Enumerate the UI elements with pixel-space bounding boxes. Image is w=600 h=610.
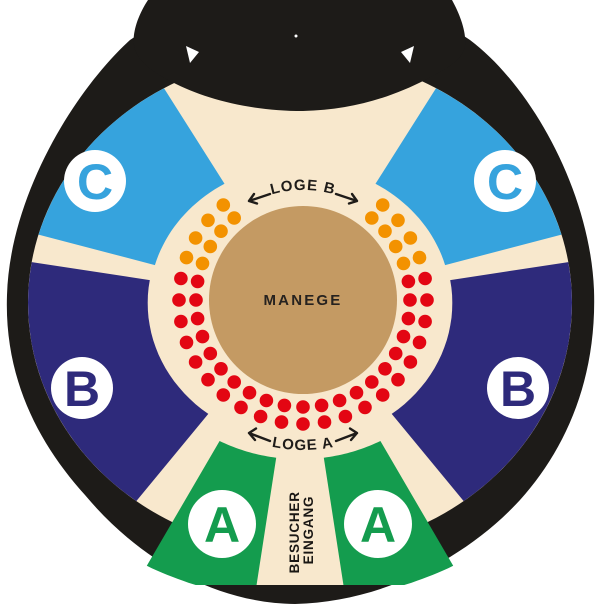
loge-b-left-arrow: [247, 192, 272, 205]
seat-dot-loge-a: [317, 415, 332, 429]
section-a-left-letter: A: [204, 497, 240, 553]
seat-dot-loge-a: [365, 375, 379, 389]
seat-dot-loge-a: [242, 385, 257, 400]
seat-dot-loge-a: [332, 393, 347, 408]
seat-dot-loge-a: [227, 375, 241, 389]
seat-dot-loge-a: [401, 311, 416, 326]
section-c-right-letter: C: [487, 154, 523, 210]
seat-dot-loge-a: [190, 311, 205, 326]
stage-speck: [294, 34, 298, 38]
seat-dot-loge-a: [190, 274, 205, 289]
seat-dot-loge-a: [189, 293, 203, 307]
entrance-walkway: [253, 538, 347, 585]
section-c-right-badge[interactable]: [474, 150, 536, 212]
seat-dot-loge-a: [420, 293, 434, 307]
seat-dot-loge-b: [201, 213, 215, 228]
entrance-label-line2: EINGANG: [301, 496, 316, 565]
section-c-left-badge[interactable]: [64, 150, 126, 212]
section-a-right-letter: A: [360, 497, 396, 553]
section-b-left-letter: B: [64, 361, 100, 417]
stage-notch-left: [186, 46, 199, 63]
seat-dot-loge-a: [179, 335, 194, 350]
seat-dot-loge-a: [296, 417, 310, 431]
seat-dot-loge-b: [378, 224, 392, 238]
seat-dot-loge-a: [277, 398, 292, 413]
seat-dot-loge-a: [174, 271, 188, 286]
seat-dot-loge-a: [188, 355, 203, 369]
seat-dot-loge-b: [391, 213, 405, 228]
stage-notch-right: [401, 46, 414, 63]
seat-dot-loge-a: [418, 271, 432, 286]
seat-dot-loge-a: [214, 362, 228, 376]
section-c-right-area[interactable]: [375, 88, 562, 266]
seat-dot-loge-a: [296, 400, 310, 414]
seat-dot-loge-a: [314, 398, 329, 413]
seat-dot-loge-a: [403, 293, 417, 307]
loge-a-label: LOGE A: [271, 434, 335, 454]
seat-dot-loge-a: [375, 388, 390, 402]
seat-dot-loge-a: [195, 329, 210, 344]
section-b-right-letter: B: [500, 361, 536, 417]
section-a-left-badge[interactable]: [188, 490, 256, 558]
seat-dot-loge-a: [253, 409, 268, 424]
seat-dot-loge-a: [391, 372, 405, 387]
seat-dot-loge-b: [412, 250, 427, 265]
seat-dot-loge-a: [203, 346, 218, 361]
section-b-right-area[interactable]: [391, 262, 572, 502]
seat-dots: [172, 198, 434, 431]
seat-dot-loge-b: [396, 256, 411, 271]
seat-dot-loge-a: [388, 346, 403, 361]
seat-dot-loge-b: [179, 250, 194, 265]
seat-dot-loge-a: [401, 274, 416, 289]
seat-dot-loge-b: [188, 231, 203, 245]
seat-dot-loge-a: [412, 335, 427, 350]
seat-dot-loge-b: [195, 256, 210, 271]
seat-dot-loge-b: [403, 231, 418, 245]
loge-a-right-arrow: [334, 427, 359, 443]
seat-dot-loge-a: [338, 409, 353, 424]
section-c-left-letter: C: [77, 154, 113, 210]
loge-b-right-arrow: [334, 192, 359, 205]
loge-b-label: LOGE B: [268, 177, 337, 198]
manege-circle: [209, 206, 397, 394]
section-b-left-badge[interactable]: [51, 357, 113, 419]
stage-area: [133, 0, 466, 111]
seat-dot-loge-b: [203, 239, 218, 254]
seat-dot-loge-a: [378, 362, 392, 376]
seat-dot-loge-a: [274, 415, 289, 429]
seat-dot-loge-a: [234, 400, 248, 415]
section-b-right-badge[interactable]: [487, 357, 549, 419]
entrance-label-line1: BESUCHER: [287, 491, 302, 573]
seat-dot-loge-a: [174, 314, 188, 329]
loge-a-left-arrow: [247, 427, 272, 443]
section-a-right-badge[interactable]: [344, 490, 412, 558]
loge-b-arrows: [247, 192, 359, 205]
seat-dot-loge-b: [388, 239, 403, 254]
section-badges: C C B B A A: [51, 150, 549, 558]
seat-dot-loge-a: [349, 385, 364, 400]
loge-a-arrows: [247, 427, 359, 443]
seat-dot-loge-a: [358, 400, 372, 415]
seat-dot-loge-b: [365, 211, 379, 225]
section-b-left-area[interactable]: [28, 262, 209, 502]
seat-dot-loge-a: [403, 355, 418, 369]
seat-dot-loge-a: [259, 393, 274, 408]
seat-dot-loge-b: [375, 198, 390, 212]
seat-dot-loge-a: [172, 293, 186, 307]
seat-dot-loge-b: [216, 198, 231, 212]
seat-dot-loge-b: [227, 211, 241, 225]
seat-dot-loge-a: [396, 329, 411, 344]
section-c-left-area[interactable]: [38, 88, 225, 266]
seat-dot-loge-a: [216, 388, 231, 402]
manege-label: MANEGE: [263, 292, 342, 309]
seat-dot-loge-b: [214, 224, 228, 238]
seat-dot-loge-a: [201, 372, 215, 387]
seat-dot-loge-a: [418, 314, 432, 329]
entrance-label: BESUCHER EINGANG: [287, 487, 316, 574]
